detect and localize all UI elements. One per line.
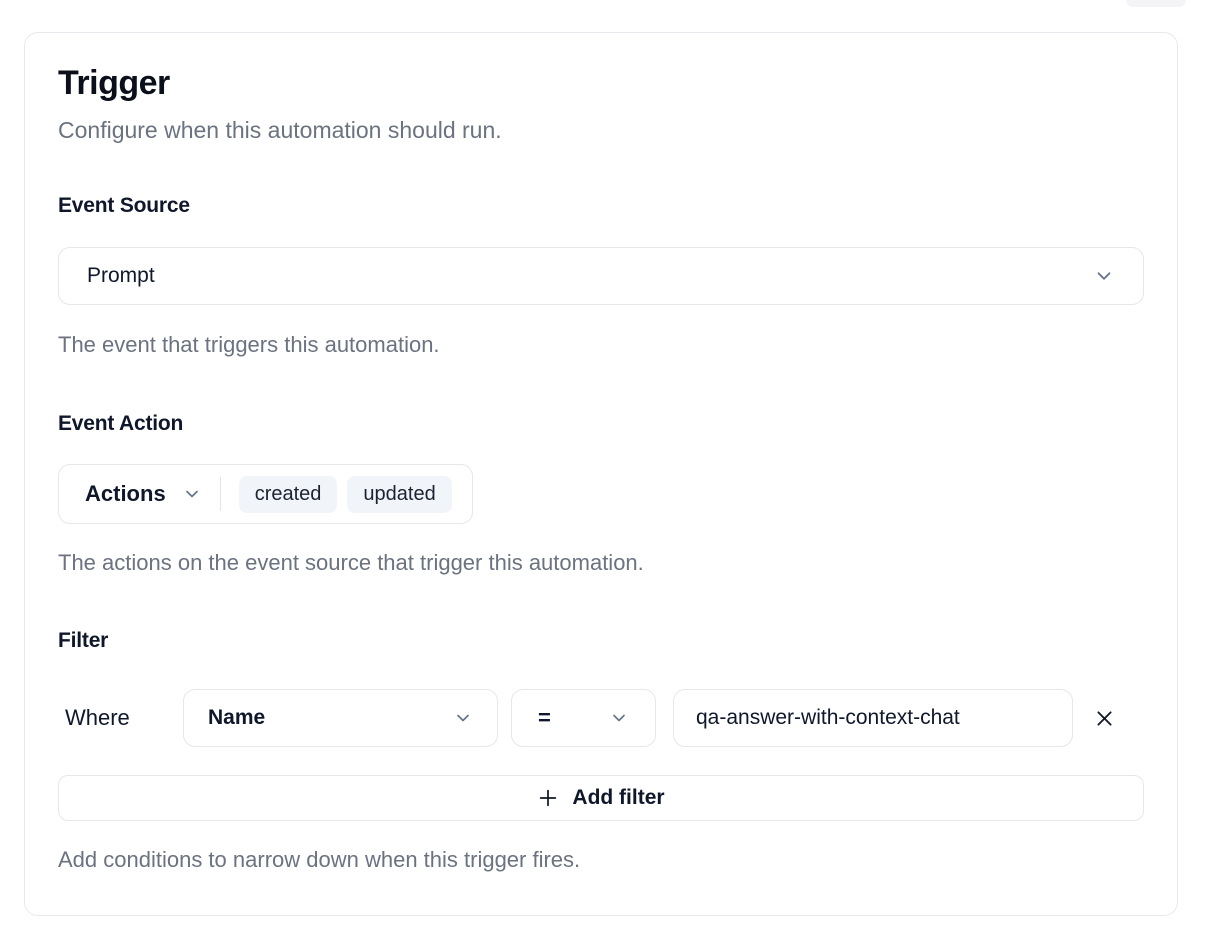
actions-dropdown[interactable]: Actions — [85, 481, 202, 507]
chevron-down-icon — [185, 490, 198, 498]
filter-prefix-label: Where — [65, 705, 130, 731]
remove-filter-button[interactable] — [1087, 701, 1121, 735]
chevron-down-icon — [613, 714, 625, 722]
x-close-icon — [1096, 711, 1112, 726]
add-filter-label: Add filter — [572, 786, 665, 810]
plus-icon — [540, 789, 557, 807]
action-chip-updated[interactable]: updated — [347, 475, 452, 513]
selected-action-chips: created updated — [238, 475, 452, 513]
chevron-down-icon — [457, 714, 469, 722]
trigger-card: Trigger Configure when this automation s… — [24, 32, 1178, 916]
filter-operator-value: = — [538, 705, 551, 731]
filter-row: Where Name = — [58, 689, 1144, 748]
filter-label: Filter — [58, 629, 109, 653]
actions-dropdown-label: Actions — [85, 481, 166, 507]
event-source-selected-value: Prompt — [87, 264, 155, 288]
filter-field-select[interactable]: Name — [183, 689, 498, 748]
filter-value-input[interactable] — [673, 689, 1073, 748]
divider — [219, 477, 221, 512]
event-action-control: Actions created updated — [58, 464, 473, 525]
page-title: Trigger — [58, 64, 170, 102]
action-chip-created[interactable]: created — [238, 475, 338, 513]
chevron-down-icon — [1097, 272, 1111, 280]
event-source-label: Event Source — [58, 194, 190, 218]
filter-operator-select[interactable]: = — [511, 689, 656, 748]
filter-helper: Add conditions to narrow down when this … — [58, 847, 581, 873]
event-source-select[interactable]: Prompt — [58, 247, 1144, 306]
page-subtitle: Configure when this automation should ru… — [58, 117, 502, 144]
event-action-helper: The actions on the event source that tri… — [58, 550, 644, 576]
add-filter-button[interactable]: Add filter — [58, 775, 1144, 822]
clipped-element-top-right — [1126, 0, 1186, 7]
event-action-label: Event Action — [58, 412, 184, 436]
filter-field-value: Name — [208, 706, 266, 730]
event-source-helper: The event that triggers this automation. — [58, 332, 440, 358]
